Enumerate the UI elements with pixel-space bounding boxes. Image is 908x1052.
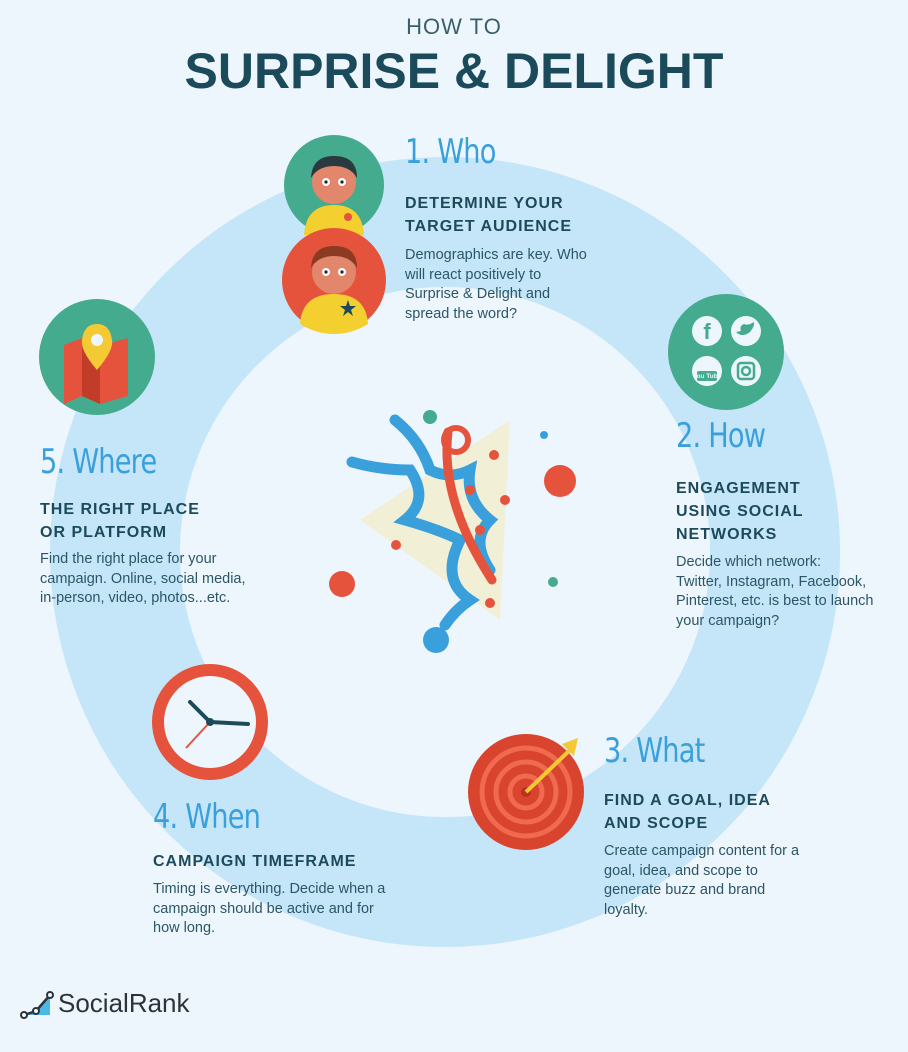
body-line: Timing is everything. Decide when a bbox=[153, 881, 386, 897]
target-icon bbox=[468, 734, 584, 850]
facebook-icon bbox=[692, 316, 722, 346]
step-2-heading: ENGAGEMENT USING SOCIAL NETWORKS bbox=[676, 477, 804, 546]
step-4-heading: CAMPAIGN TIMEFRAME bbox=[153, 850, 356, 873]
body-line: campaign. Online, social media, bbox=[40, 570, 246, 587]
body-line: Create campaign content for a bbox=[604, 843, 800, 859]
heading-line: AND SCOPE bbox=[604, 815, 709, 832]
heading-line: USING SOCIAL bbox=[676, 503, 804, 520]
step-3-body: Create campaign content for a goal, idea… bbox=[604, 842, 799, 920]
step-3-heading: FIND A GOAL, IDEA AND SCOPE bbox=[604, 789, 771, 835]
body-line: Surprise & Delight and bbox=[405, 286, 551, 302]
chart-logo-icon bbox=[20, 990, 54, 1019]
socialrank-logo: SocialRank bbox=[20, 988, 190, 1019]
heading-line: DETERMINE YOUR bbox=[405, 195, 564, 212]
heading-line: NETWORKS bbox=[676, 526, 778, 543]
body-line: loyalty. bbox=[604, 901, 649, 918]
step-4-body: Timing is everything. Decide when a camp… bbox=[153, 880, 385, 939]
clock-icon bbox=[152, 664, 268, 780]
step-1-body: Demographics are key. Who will react pos… bbox=[405, 246, 587, 324]
body-line: Decide which network: bbox=[676, 554, 822, 570]
party-hat-icon bbox=[329, 410, 576, 653]
pretitle: HOW TO bbox=[406, 14, 502, 39]
youtube-icon-text: You Tube bbox=[693, 373, 722, 380]
body-line: generate buzz and brand bbox=[604, 882, 766, 898]
step-5-label: 5. Where bbox=[40, 442, 157, 482]
step-1-label: 1. Who bbox=[405, 132, 496, 172]
people-icon bbox=[282, 135, 386, 334]
brand-name: SocialRank bbox=[58, 988, 190, 1018]
body-line: Find the right place for your bbox=[40, 551, 217, 567]
svg-text:f: f bbox=[703, 319, 711, 344]
body-line: in-person, video, photos...etc. bbox=[40, 590, 231, 606]
step-5-body: Find the right place for your campaign. … bbox=[40, 550, 246, 609]
body-line: campaign should be active and for bbox=[153, 900, 374, 917]
heading-line: OR PLATFORM bbox=[40, 524, 168, 541]
heading-line: ENGAGEMENT bbox=[676, 480, 801, 497]
heading-line: THE RIGHT PLACE bbox=[40, 501, 200, 518]
body-line: Demographics are key. Who bbox=[405, 247, 587, 263]
body-line: spread the word? bbox=[405, 305, 518, 322]
heading-line: CAMPAIGN TIMEFRAME bbox=[153, 853, 357, 870]
step-2-body: Decide which network: Twitter, Instagram… bbox=[676, 553, 873, 631]
step-4-label: 4. When bbox=[153, 797, 261, 837]
body-line: Twitter, Instagram, Facebook, bbox=[676, 573, 867, 590]
step-2-label: 2. How bbox=[676, 416, 766, 456]
body-line: how long. bbox=[153, 920, 216, 936]
heading-line: FIND A GOAL, IDEA bbox=[604, 792, 771, 809]
step-5-heading: THE RIGHT PLACE OR PLATFORM bbox=[40, 498, 200, 544]
step-3-label: 3. What bbox=[604, 731, 705, 771]
instagram-icon bbox=[731, 356, 761, 386]
step-1-heading: DETERMINE YOUR TARGET AUDIENCE bbox=[405, 192, 572, 238]
page-title: SURPRISE & DELIGHT bbox=[184, 43, 724, 99]
body-line: goal, idea, and scope to bbox=[604, 862, 758, 879]
heading-line: TARGET AUDIENCE bbox=[405, 218, 572, 235]
cycle-ring bbox=[50, 157, 840, 947]
body-line: Pinterest, etc. is best to launch bbox=[676, 593, 874, 609]
body-line: your campaign? bbox=[676, 612, 780, 629]
map-pin-icon bbox=[39, 299, 155, 415]
social-networks-icon: f You Tube bbox=[668, 294, 784, 410]
body-line: will react positively to bbox=[405, 266, 542, 283]
